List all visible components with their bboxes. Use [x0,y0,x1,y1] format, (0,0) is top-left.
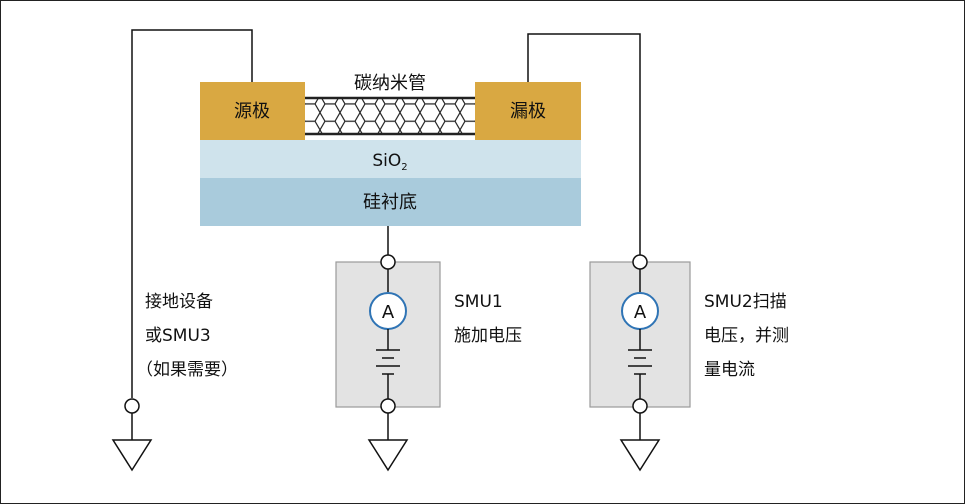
smu1-top-node [380,254,396,270]
smu2-top-node [632,254,648,270]
drain-electrode [475,82,581,140]
left-branch-line2: 或SMU3 [145,326,211,346]
smu2-label-line1: SMU2扫描 [704,292,787,312]
smu2-branch: A [527,33,691,472]
oxide-label-subscript: 2 [401,162,407,173]
source-label: 源极 [234,101,270,122]
source-electrode [200,82,305,140]
left-ground-branch [111,29,253,472]
smu2-label-line2: 电压，并测 [704,326,789,346]
smu1-ammeter-symbol: A [382,302,395,323]
ground-symbol-left [111,439,153,472]
smu2-ammeter-symbol: A [634,302,647,323]
substrate-layer [200,178,581,226]
smu2-bottom-node [632,398,648,414]
left-terminal-node [124,398,140,414]
cnt-label: 碳纳米管 [354,73,426,94]
carbon-nanotube [305,96,475,136]
oxide-label-main: SiO [372,151,401,171]
smu1-battery-icon [376,349,400,375]
smu1-branch: A [335,226,441,472]
left-branch-line1: 接地设备 [145,292,213,312]
oxide-label: SiO2 [372,151,407,173]
left-branch-line3: （如果需要） [136,360,238,380]
oxide-layer [200,140,581,178]
drain-label: 漏极 [510,101,546,122]
smu1-label-line1: SMU1 [454,292,503,312]
smu1-bottom-node [380,398,396,414]
ground-symbol-smu2 [619,439,661,472]
substrate-label: 硅衬底 [363,192,417,213]
smu2-label-line3: 量电流 [704,360,755,380]
ground-symbol-smu1 [367,439,409,472]
smu1-label-line2: 施加电压 [454,326,522,346]
